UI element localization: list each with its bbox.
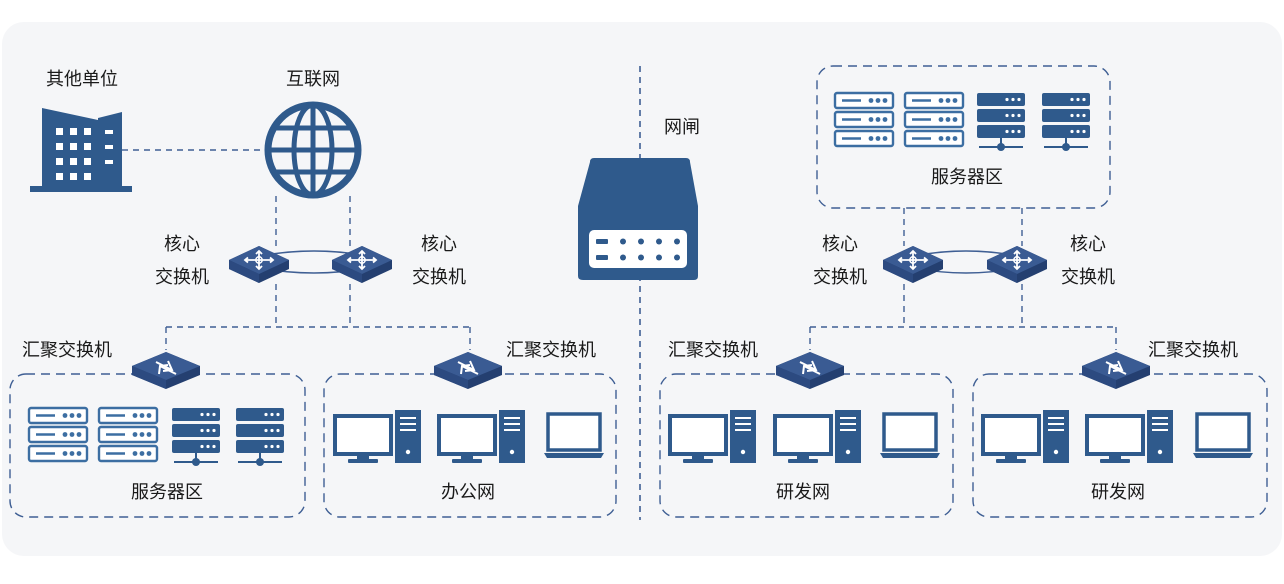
rack-server-icon bbox=[97, 406, 159, 463]
rack-server-icon bbox=[903, 91, 965, 148]
desktop-pc-icon bbox=[773, 408, 863, 465]
core-switch-label: 核心 交换机 bbox=[1061, 228, 1115, 294]
building-icon bbox=[30, 108, 132, 192]
gateway-device-icon bbox=[578, 158, 698, 280]
laptop-icon bbox=[878, 412, 942, 460]
internet-label: 互联网 bbox=[286, 69, 340, 90]
core-switch-label-line1: 核心 bbox=[164, 234, 200, 255]
desktop-pc-icon bbox=[333, 408, 423, 465]
desktop-pc-icon bbox=[981, 408, 1071, 465]
aggregation-switch-label: 汇聚交换机 bbox=[506, 340, 596, 361]
gateway-label: 网闸 bbox=[664, 117, 700, 138]
desktop-pc-icon bbox=[437, 408, 527, 465]
core-switch-label-line2: 交换机 bbox=[412, 267, 466, 288]
core-switch-label-line1: 核心 bbox=[1070, 234, 1106, 255]
core-switch-label-line1: 核心 bbox=[421, 234, 457, 255]
desktop-pc-icon bbox=[668, 408, 758, 465]
core-switch-label-line2: 交换机 bbox=[155, 267, 209, 288]
core-switch-label: 核心 交换机 bbox=[813, 228, 867, 294]
rd-network-label: 研发网 bbox=[776, 482, 830, 503]
globe-icon bbox=[264, 101, 362, 199]
other-units-label: 其他单位 bbox=[46, 69, 118, 90]
rack-server-icon bbox=[833, 91, 895, 148]
laptop-icon bbox=[1191, 412, 1255, 460]
core-switch-label-line2: 交换机 bbox=[1061, 267, 1115, 288]
desktop-pc-icon bbox=[1085, 408, 1175, 465]
core-switch-label: 核心 交换机 bbox=[155, 228, 209, 294]
rack-server-icon bbox=[27, 406, 89, 463]
aggregation-switch-label: 汇聚交换机 bbox=[22, 340, 112, 361]
core-switch-label: 核心 交换机 bbox=[412, 228, 466, 294]
aggregation-switch-label: 汇聚交换机 bbox=[668, 340, 758, 361]
server-zone-label: 服务器区 bbox=[131, 482, 203, 503]
laptop-icon bbox=[542, 412, 606, 460]
office-network-label: 办公网 bbox=[441, 482, 495, 503]
server-zone-label: 服务器区 bbox=[931, 167, 1003, 188]
aggregation-switch-label: 汇聚交换机 bbox=[1148, 340, 1238, 361]
zone-box-rd-2 bbox=[972, 373, 1268, 518]
core-switch-label-line1: 核心 bbox=[822, 234, 858, 255]
core-switch-label-line2: 交换机 bbox=[813, 267, 867, 288]
rd-network-label: 研发网 bbox=[1091, 482, 1145, 503]
zone-box-server-left bbox=[9, 373, 306, 518]
diagram-background-panel bbox=[2, 22, 1282, 556]
